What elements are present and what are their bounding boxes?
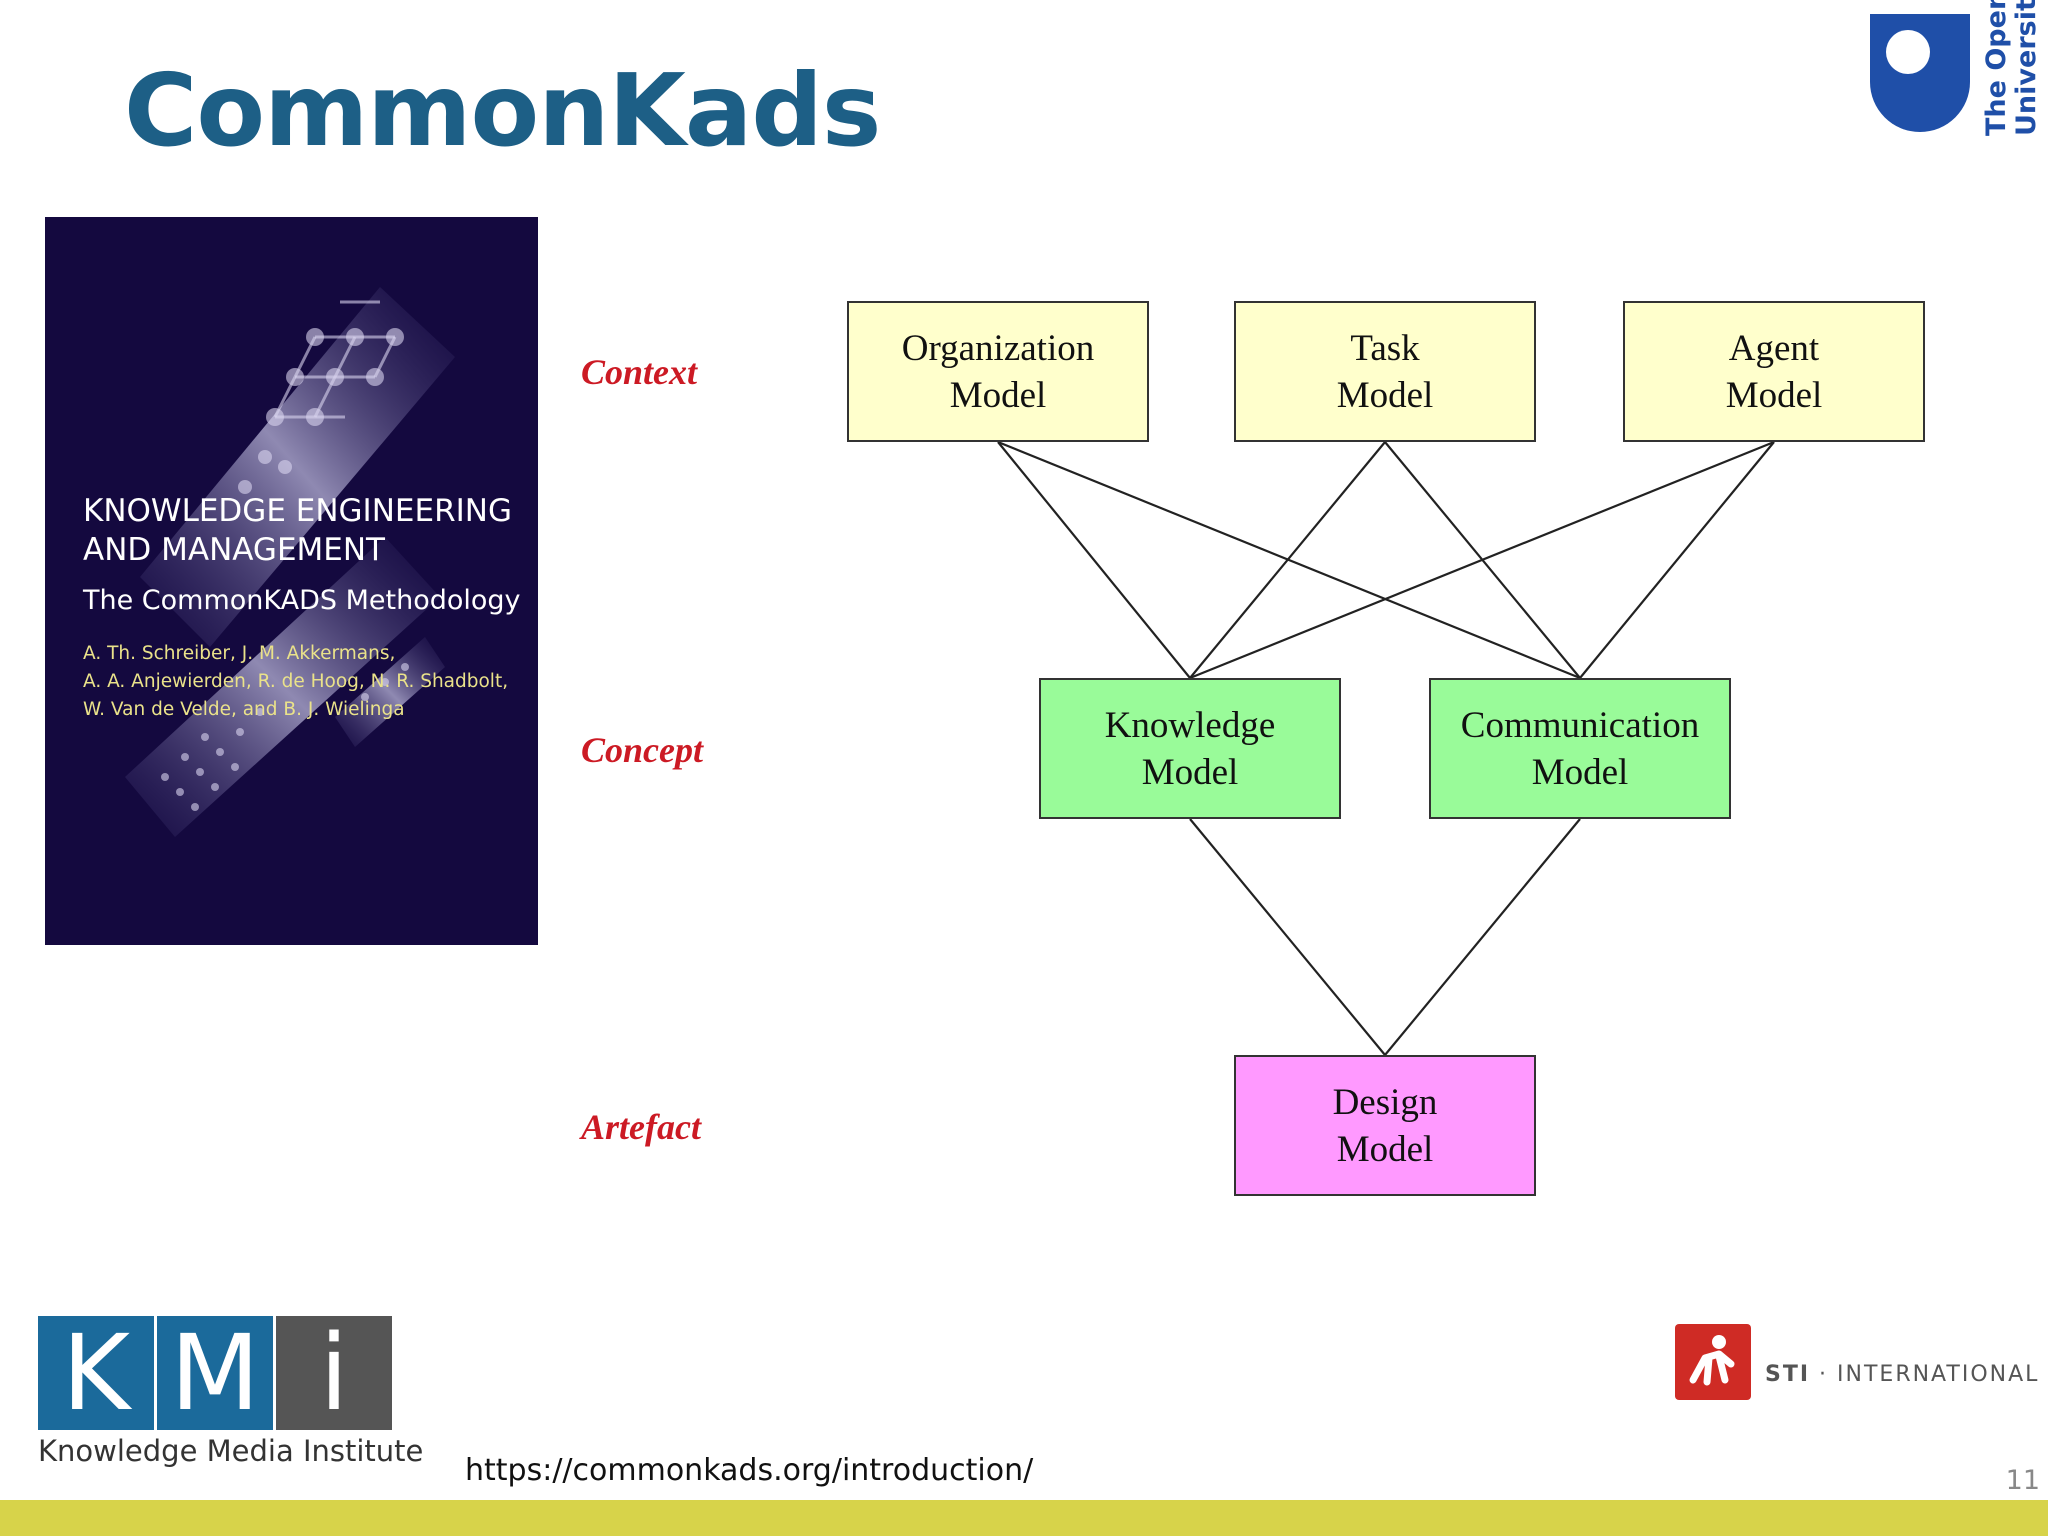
model-label: Model xyxy=(1531,751,1629,793)
book-title-line-2: AND MANAGEMENT xyxy=(83,532,385,568)
model-label: Organization xyxy=(901,327,1095,369)
edge-agent-to-knowledge xyxy=(1189,440,1775,680)
sti-suffix: · INTERNATIONAL xyxy=(1819,1362,2040,1387)
kmi-logo-tile-i: i xyxy=(276,1316,392,1430)
edge-organization-to-knowledge xyxy=(997,441,1191,679)
book-title: KNOWLEDGE ENGINEERING AND MANAGEMENT xyxy=(83,492,523,570)
model-label: Model xyxy=(1336,374,1434,416)
book-author-line: A. A. Anjewierden, R. de Hoog, N. R. Sha… xyxy=(83,671,509,692)
sti-logo-wordmark: STI · INTERNATIONAL xyxy=(1765,1362,2039,1387)
book-subtitle: The CommonKADS Methodology xyxy=(83,585,521,616)
model-label: Model xyxy=(949,374,1047,416)
model-label: Task xyxy=(1350,327,1420,369)
edge-knowledge-to-design xyxy=(1189,818,1386,1056)
edge-agent-to-communication xyxy=(1579,441,1775,679)
sti-figure-icon xyxy=(1689,1335,1735,1386)
book-author-line: A. Th. Schreiber, J. M. Akkermans, xyxy=(83,643,396,664)
level-label-artefact: Artefact xyxy=(581,1107,701,1147)
book-title-line-1: KNOWLEDGE ENGINEERING xyxy=(83,493,512,529)
open-university-logo xyxy=(1870,14,2048,144)
book-cover-graphic xyxy=(125,287,455,837)
sti-logo-icon xyxy=(1675,1324,1751,1400)
footer-bar xyxy=(0,1500,2048,1536)
level-label-context: Context xyxy=(581,352,698,392)
model-label: Agent xyxy=(1728,327,1820,369)
slide-title: CommonKads xyxy=(124,52,881,169)
model-label: Knowledge xyxy=(1104,704,1276,746)
model-label: Design xyxy=(1332,1081,1438,1123)
book-authors: A. Th. Schreiber, J. M. Akkermans, A. A.… xyxy=(83,640,533,724)
edge-organization-to-communication xyxy=(997,440,1581,680)
model-label: Model xyxy=(1336,1128,1434,1170)
open-university-shield-icon xyxy=(1870,14,1970,132)
source-url-link[interactable]: https://commonkads.org/introduction/ xyxy=(465,1453,1034,1488)
book-author-line: W. Van de Velde, and B. J. Wielinga xyxy=(83,699,405,720)
edge-communication-to-design xyxy=(1384,818,1581,1056)
level-label-concept: Concept xyxy=(581,730,703,770)
model-label: Model xyxy=(1725,374,1823,416)
book-cover: KNOWLEDGE ENGINEERING AND MANAGEMENT The… xyxy=(45,217,538,945)
edge-task-to-knowledge xyxy=(1189,441,1386,679)
kmi-logo-caption: Knowledge Media Institute xyxy=(38,1434,424,1468)
kmi-logo-tile-m: M xyxy=(157,1316,273,1430)
sti-brand: STI xyxy=(1765,1362,1811,1387)
model-label: Communication xyxy=(1460,704,1700,746)
page-number: 11 xyxy=(2005,1465,2040,1496)
model-label: Model xyxy=(1141,751,1239,793)
kmi-logo-tile-k: K xyxy=(38,1316,154,1430)
